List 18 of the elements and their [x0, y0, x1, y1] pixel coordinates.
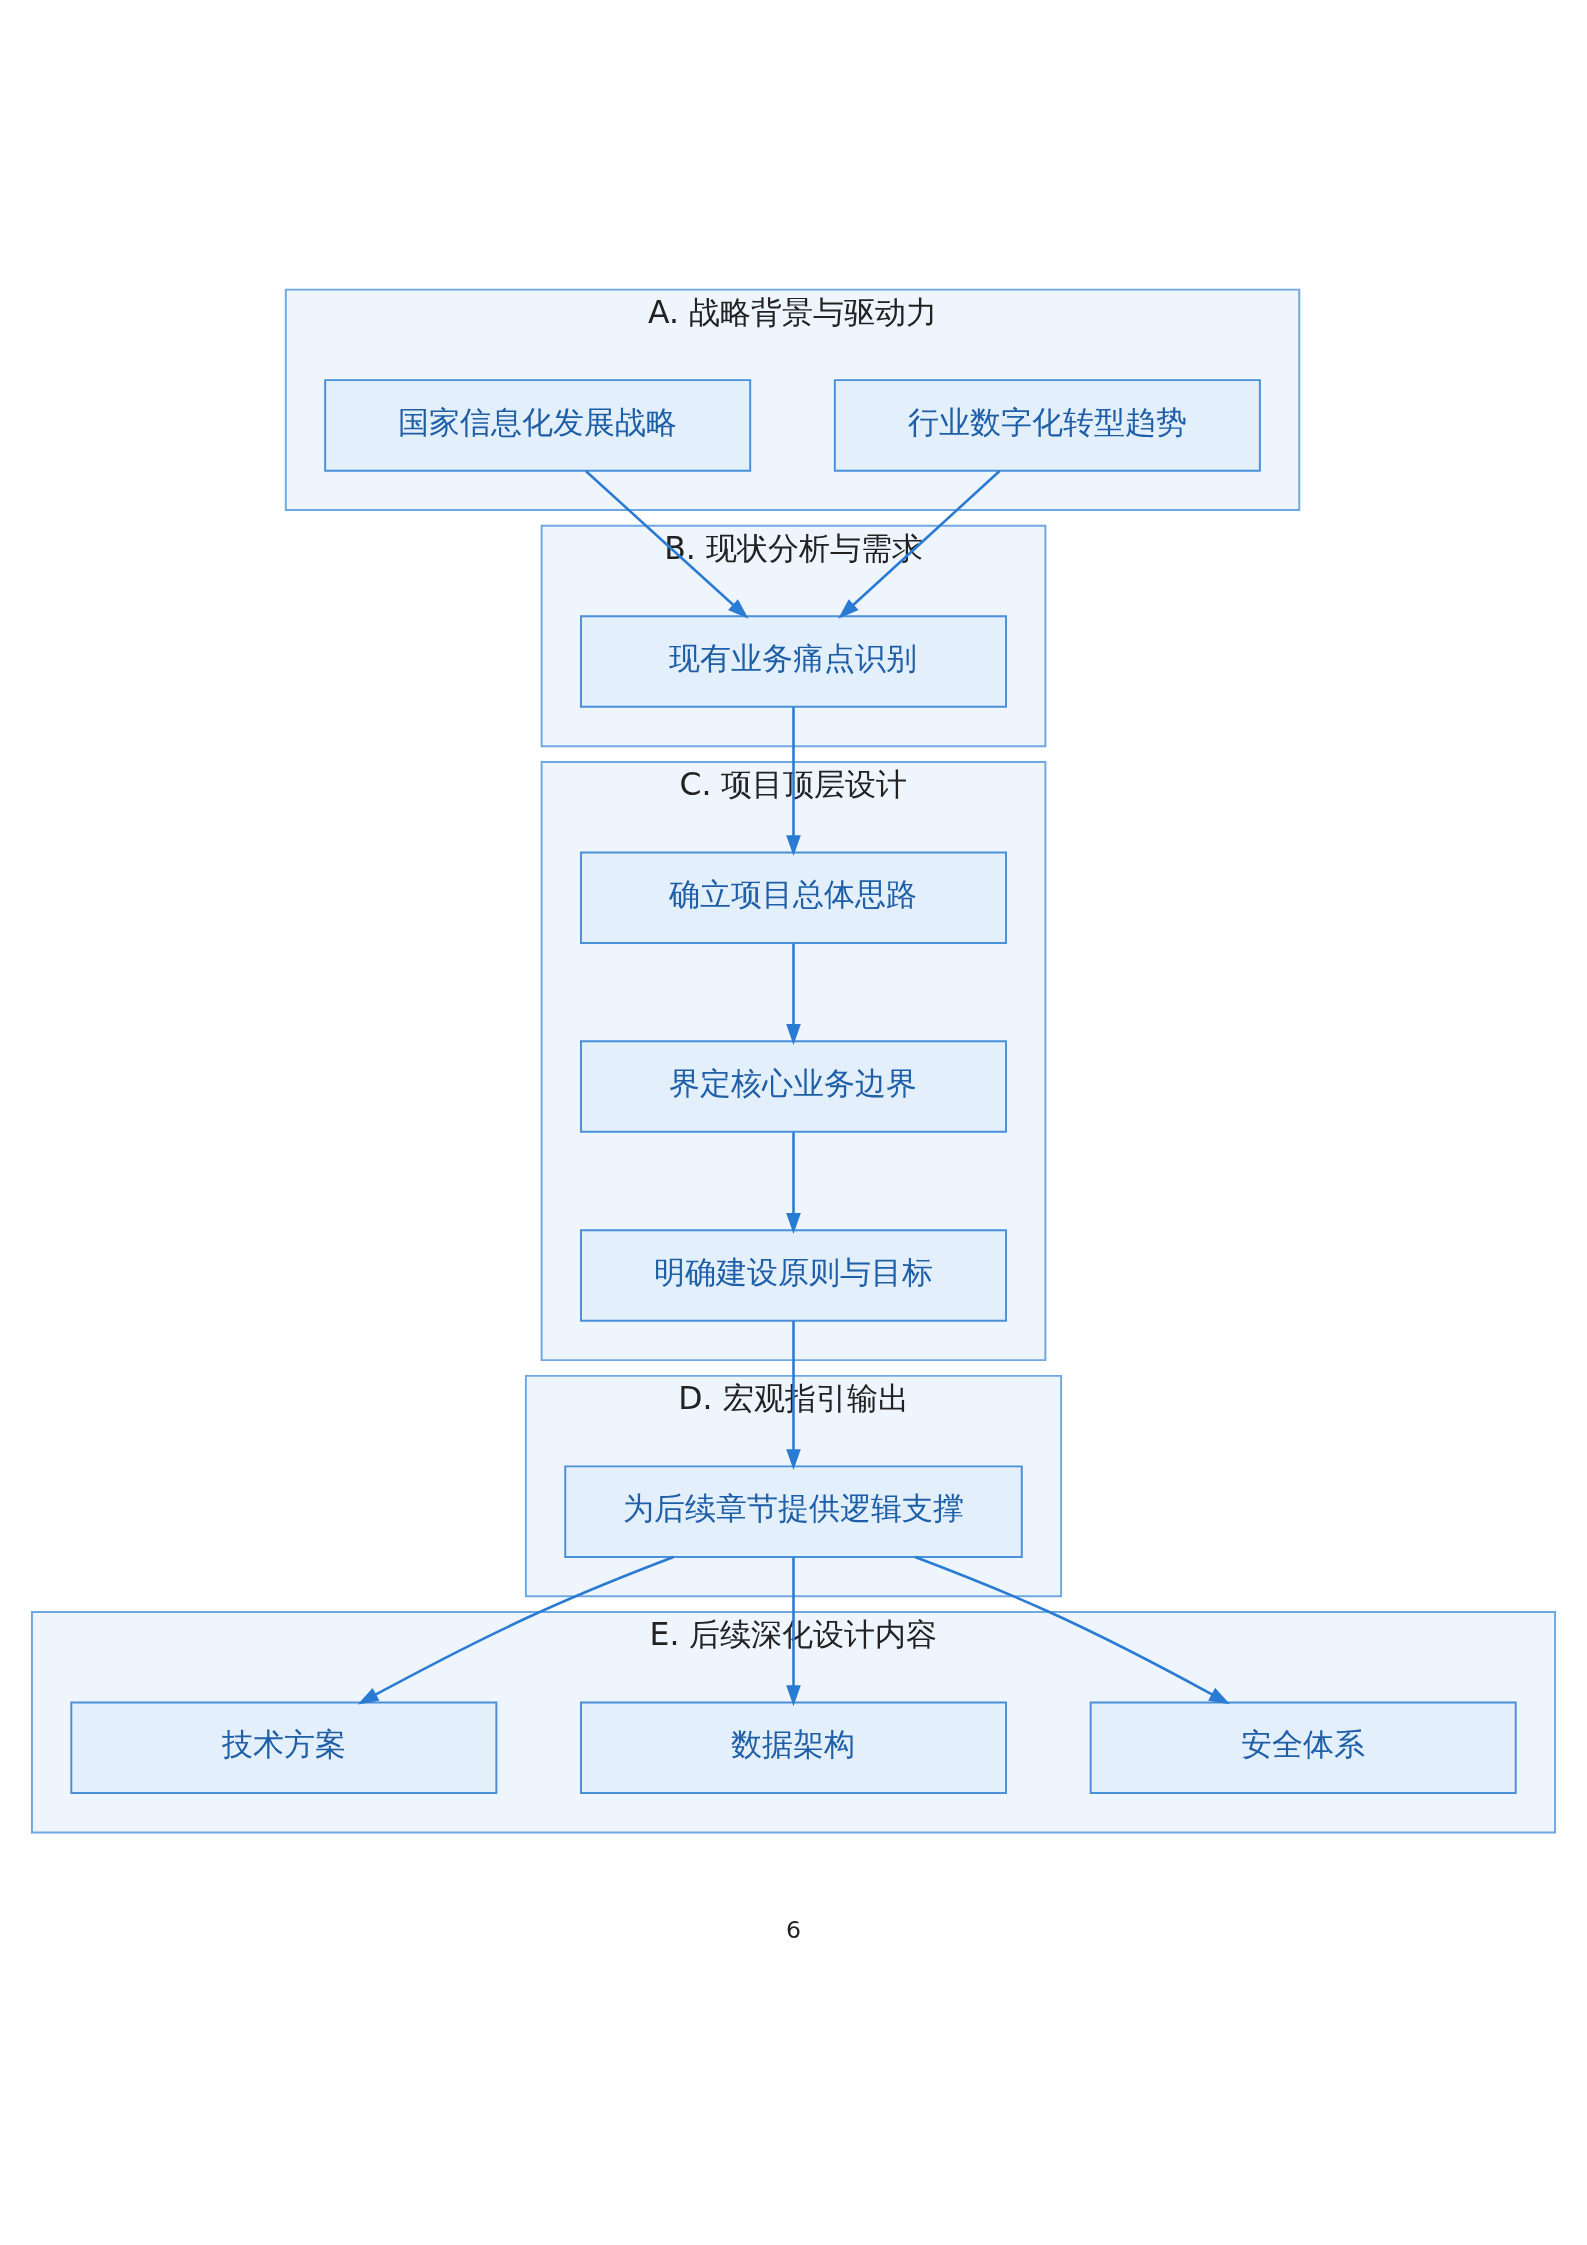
node-box: 明确建设原则与目标 — [580, 1228, 1007, 1322]
node-box: 数据架构 — [580, 1701, 1007, 1794]
node-box: 确立项目总体思路 — [580, 850, 1007, 944]
arrow — [786, 1131, 801, 1234]
node-box: 安全体系 — [1089, 1701, 1517, 1794]
arrow — [786, 1556, 801, 1706]
node-box: 为后续章节提供逻辑支撑 — [564, 1464, 1023, 1558]
node-box: 行业数字化转型趋势 — [833, 378, 1261, 472]
label: 6 — [785, 1915, 802, 1944]
node-box: 国家信息化发展战略 — [324, 378, 752, 472]
arrow — [786, 706, 801, 856]
arrow — [786, 1320, 801, 1470]
node-box: 技术方案 — [70, 1701, 498, 1794]
node-box: 界定核心业务边界 — [580, 1039, 1007, 1133]
arrow — [584, 469, 749, 619]
node-box: 现有业务痛点识别 — [580, 614, 1007, 708]
arrow — [838, 469, 1001, 619]
arrow — [786, 943, 801, 1045]
